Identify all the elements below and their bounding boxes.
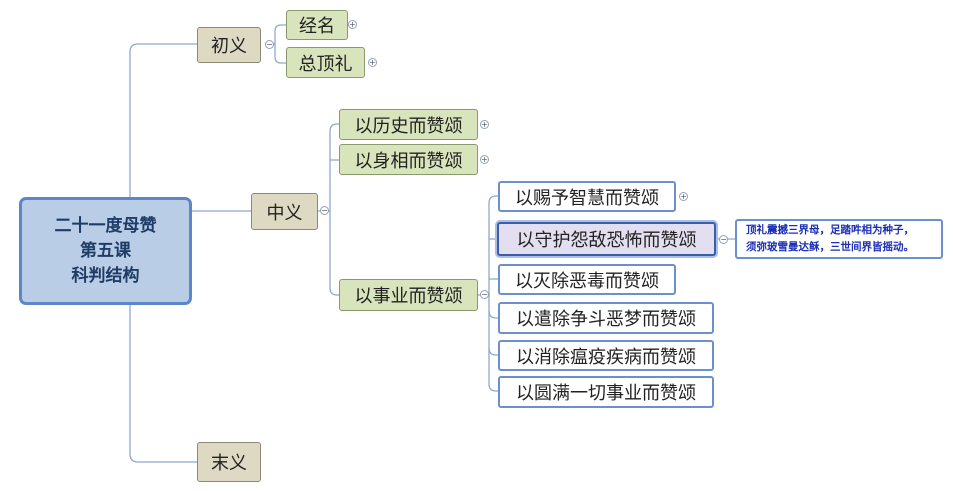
root-line-1: 二十一度母赞 <box>54 215 157 236</box>
topic-zongdingli[interactable]: 总顶礼 <box>286 47 365 78</box>
collapse-shiye-icon[interactable]: − <box>480 290 489 299</box>
expand-lishi-icon[interactable]: + <box>480 120 489 129</box>
link-zongdingli <box>274 44 286 64</box>
topic-lishi[interactable]: 以历史而赞颂 <box>339 109 478 140</box>
link-ciyu <box>478 195 498 296</box>
topic-ciyu[interactable]: 以赐予智慧而赞颂 <box>498 181 676 212</box>
note-line-1: 顶礼震撼三界母，足踏吽相为种子， <box>746 224 914 236</box>
topic-xiaochu[interactable]: 以消除瘟疫疾病而赞颂 <box>498 340 714 371</box>
expand-jingming-icon[interactable]: + <box>348 20 357 29</box>
link-yuanman <box>488 348 498 392</box>
topic-qianchu[interactable]: 以遣除争斗恶梦而赞颂 <box>498 302 714 334</box>
topic-shouhu-selected[interactable]: 以守护怨敌恐怖而赞颂 <box>497 222 716 256</box>
topic-shenxiang[interactable]: 以身相而赞颂 <box>339 144 478 175</box>
topic-chuyi[interactable]: 初义 <box>197 27 261 63</box>
topic-yuanman[interactable]: 以圆满一切事业而赞颂 <box>498 376 714 408</box>
expand-shenxiang-icon[interactable]: + <box>480 155 489 164</box>
expand-ciyu-icon[interactable]: + <box>679 192 688 201</box>
root-line-2: 第五课 <box>80 240 131 261</box>
callout-note[interactable]: 顶礼震撼三界母，足踏吽相为种子， 须弥玻雪曼达稣，三世间界皆摇动。 <box>735 219 943 259</box>
topic-shiye[interactable]: 以事业而赞颂 <box>339 279 478 311</box>
collapse-zhongyi-icon[interactable]: − <box>320 206 329 215</box>
note-line-2: 须弥玻雪曼达稣，三世间界皆摇动。 <box>746 241 914 253</box>
expand-zongdingli-icon[interactable]: + <box>368 58 377 67</box>
topic-miechu[interactable]: 以灭除恶毒而赞颂 <box>498 264 676 295</box>
topic-zhongyi[interactable]: 中义 <box>251 193 318 230</box>
root-topic[interactable]: 二十一度母赞 第五课 科判结构 <box>19 197 192 305</box>
link-jingming <box>265 24 286 45</box>
link-moyi <box>129 305 197 463</box>
collapse-shouhu-icon[interactable]: − <box>719 235 728 244</box>
link-chuyi <box>129 43 197 197</box>
topic-jingming[interactable]: 经名 <box>286 10 348 40</box>
collapse-chuyi-icon[interactable]: − <box>265 40 274 49</box>
link-qianchu <box>488 295 498 319</box>
root-line-3: 科判结构 <box>71 265 140 286</box>
link-lishi <box>318 123 339 212</box>
topic-moyi[interactable]: 末义 <box>197 442 261 482</box>
link-shiye <box>329 211 339 296</box>
